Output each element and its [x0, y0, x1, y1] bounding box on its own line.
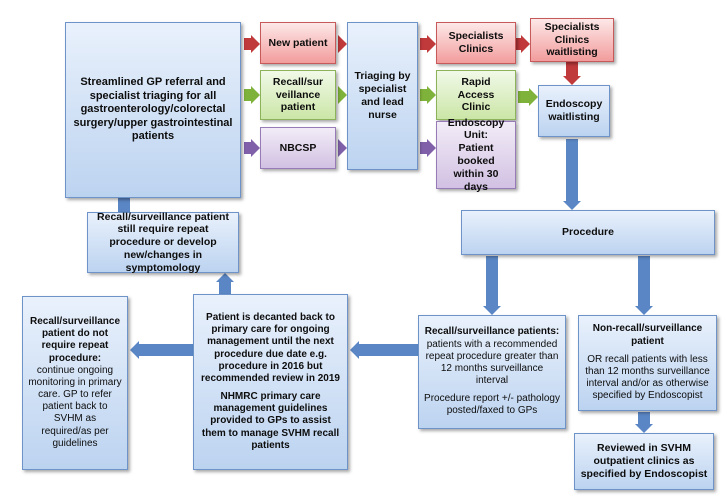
arrow-endoscopy-to-procedure — [563, 139, 581, 210]
arrow-waitlisting-to-endoscopy — [563, 62, 581, 85]
specialists-clinics-box: Specialists Clinics — [436, 22, 516, 64]
recall-patients-box: Recall/surveillance patients: patients w… — [418, 315, 566, 429]
arrow-gp-to-recall — [244, 86, 260, 104]
specialists-waitlisting-box: Specialists Clinics waitlisting — [530, 18, 614, 62]
endoscopy-unit-body: Patient booked within 30 days — [453, 142, 499, 193]
nbcsp-box: NBCSP — [260, 127, 336, 169]
rapid-access-text: Rapid Access Clinic — [457, 75, 495, 114]
arrow-decanted-to-no-repeat — [130, 341, 193, 359]
endoscopy-unit-title: Endoscopy Unit: — [447, 116, 505, 142]
recall-patients-body: patients with a recommended repeat proce… — [425, 338, 559, 387]
gp-referral-text: Streamlined GP referral and specialist t… — [73, 76, 233, 143]
arrow-gp-to-nbcsp — [244, 139, 260, 157]
decanted-text-2: NHMRC primary care management guidelines… — [201, 391, 340, 451]
arrow-recall-to-decanted — [350, 341, 418, 359]
reviewed-box: Reviewed in SVHM outpatient clinics as s… — [574, 433, 714, 490]
arrow-new-to-triage — [338, 35, 347, 53]
arrow-nbcsp-to-triage — [338, 139, 347, 157]
endoscopy-unit-box: Endoscopy Unit: Patient booked within 30… — [436, 117, 516, 193]
arrow-decanted-to-recall-repeat — [216, 273, 234, 294]
nonrecall-title: Non-recall/surveillance patient — [592, 323, 703, 347]
procedure-text: Procedure — [562, 226, 614, 239]
nbcsp-text: NBCSP — [279, 141, 317, 154]
new-patient-box: New patient — [260, 22, 336, 64]
triaging-text: Triaging by specialist and lead nurse — [354, 70, 411, 121]
triaging-box: Triaging by specialist and lead nurse — [347, 22, 418, 170]
arrow-nonrecall-to-reviewed — [635, 412, 653, 433]
arrow-triage-to-clinics — [420, 35, 436, 53]
arrow-rapid-to-endoscopy — [518, 88, 538, 106]
recall-repeat-box: Recall/surveillance patient still requir… — [87, 210, 239, 274]
no-repeat-box: Recall/surveillance patient do not requi… — [22, 296, 128, 470]
decanted-text-1: Patient is decanted back to primary care… — [201, 311, 340, 384]
arrow-gp-to-new — [244, 35, 260, 53]
arrow-procedure-to-nonrecall — [635, 256, 653, 315]
arrow-recall-to-triage — [338, 86, 347, 104]
rapid-access-box: Rapid Access Clinic — [436, 70, 516, 120]
new-patient-text: New patient — [268, 36, 328, 49]
specialists-waitlisting-text: Specialists Clinics waitlisting — [544, 20, 600, 59]
endoscopy-waitlisting-box: Endoscopy waitlisting — [538, 85, 610, 137]
reviewed-text: Reviewed in SVHM outpatient clinics as s… — [580, 442, 708, 480]
recall-patient-box: Recall/sur veillance patient — [260, 70, 336, 120]
nonrecall-box: Non-recall/surveillance patient OR recal… — [578, 315, 717, 411]
no-repeat-title: Recall/surveillance patient do not requi… — [29, 315, 121, 364]
arrow-triage-to-endo-unit — [420, 139, 436, 157]
no-repeat-body: continue ongoing monitoring in primary c… — [28, 364, 122, 449]
arrow-triage-to-rapid — [420, 86, 436, 104]
recall-patients-title: Recall/surveillance patients: — [424, 326, 560, 338]
arrow-procedure-to-recall — [483, 256, 501, 315]
arrow-clinics-to-waitlisting — [516, 35, 530, 53]
procedure-box: Procedure — [461, 210, 715, 255]
recall-patients-report: Procedure report +/- pathology posted/fa… — [424, 393, 560, 417]
recall-patient-text: Recall/sur veillance patient — [272, 75, 324, 114]
decanted-box: Patient is decanted back to primary care… — [193, 294, 348, 470]
specialists-clinics-text: Specialists Clinics — [448, 30, 504, 55]
nonrecall-body: OR recall patients with less than 12 mon… — [585, 353, 710, 402]
recall-repeat-text: Recall/surveillance patient still requir… — [97, 210, 229, 274]
gp-referral-box: Streamlined GP referral and specialist t… — [65, 22, 241, 198]
endoscopy-waitlisting-text: Endoscopy waitlisting — [545, 98, 603, 123]
